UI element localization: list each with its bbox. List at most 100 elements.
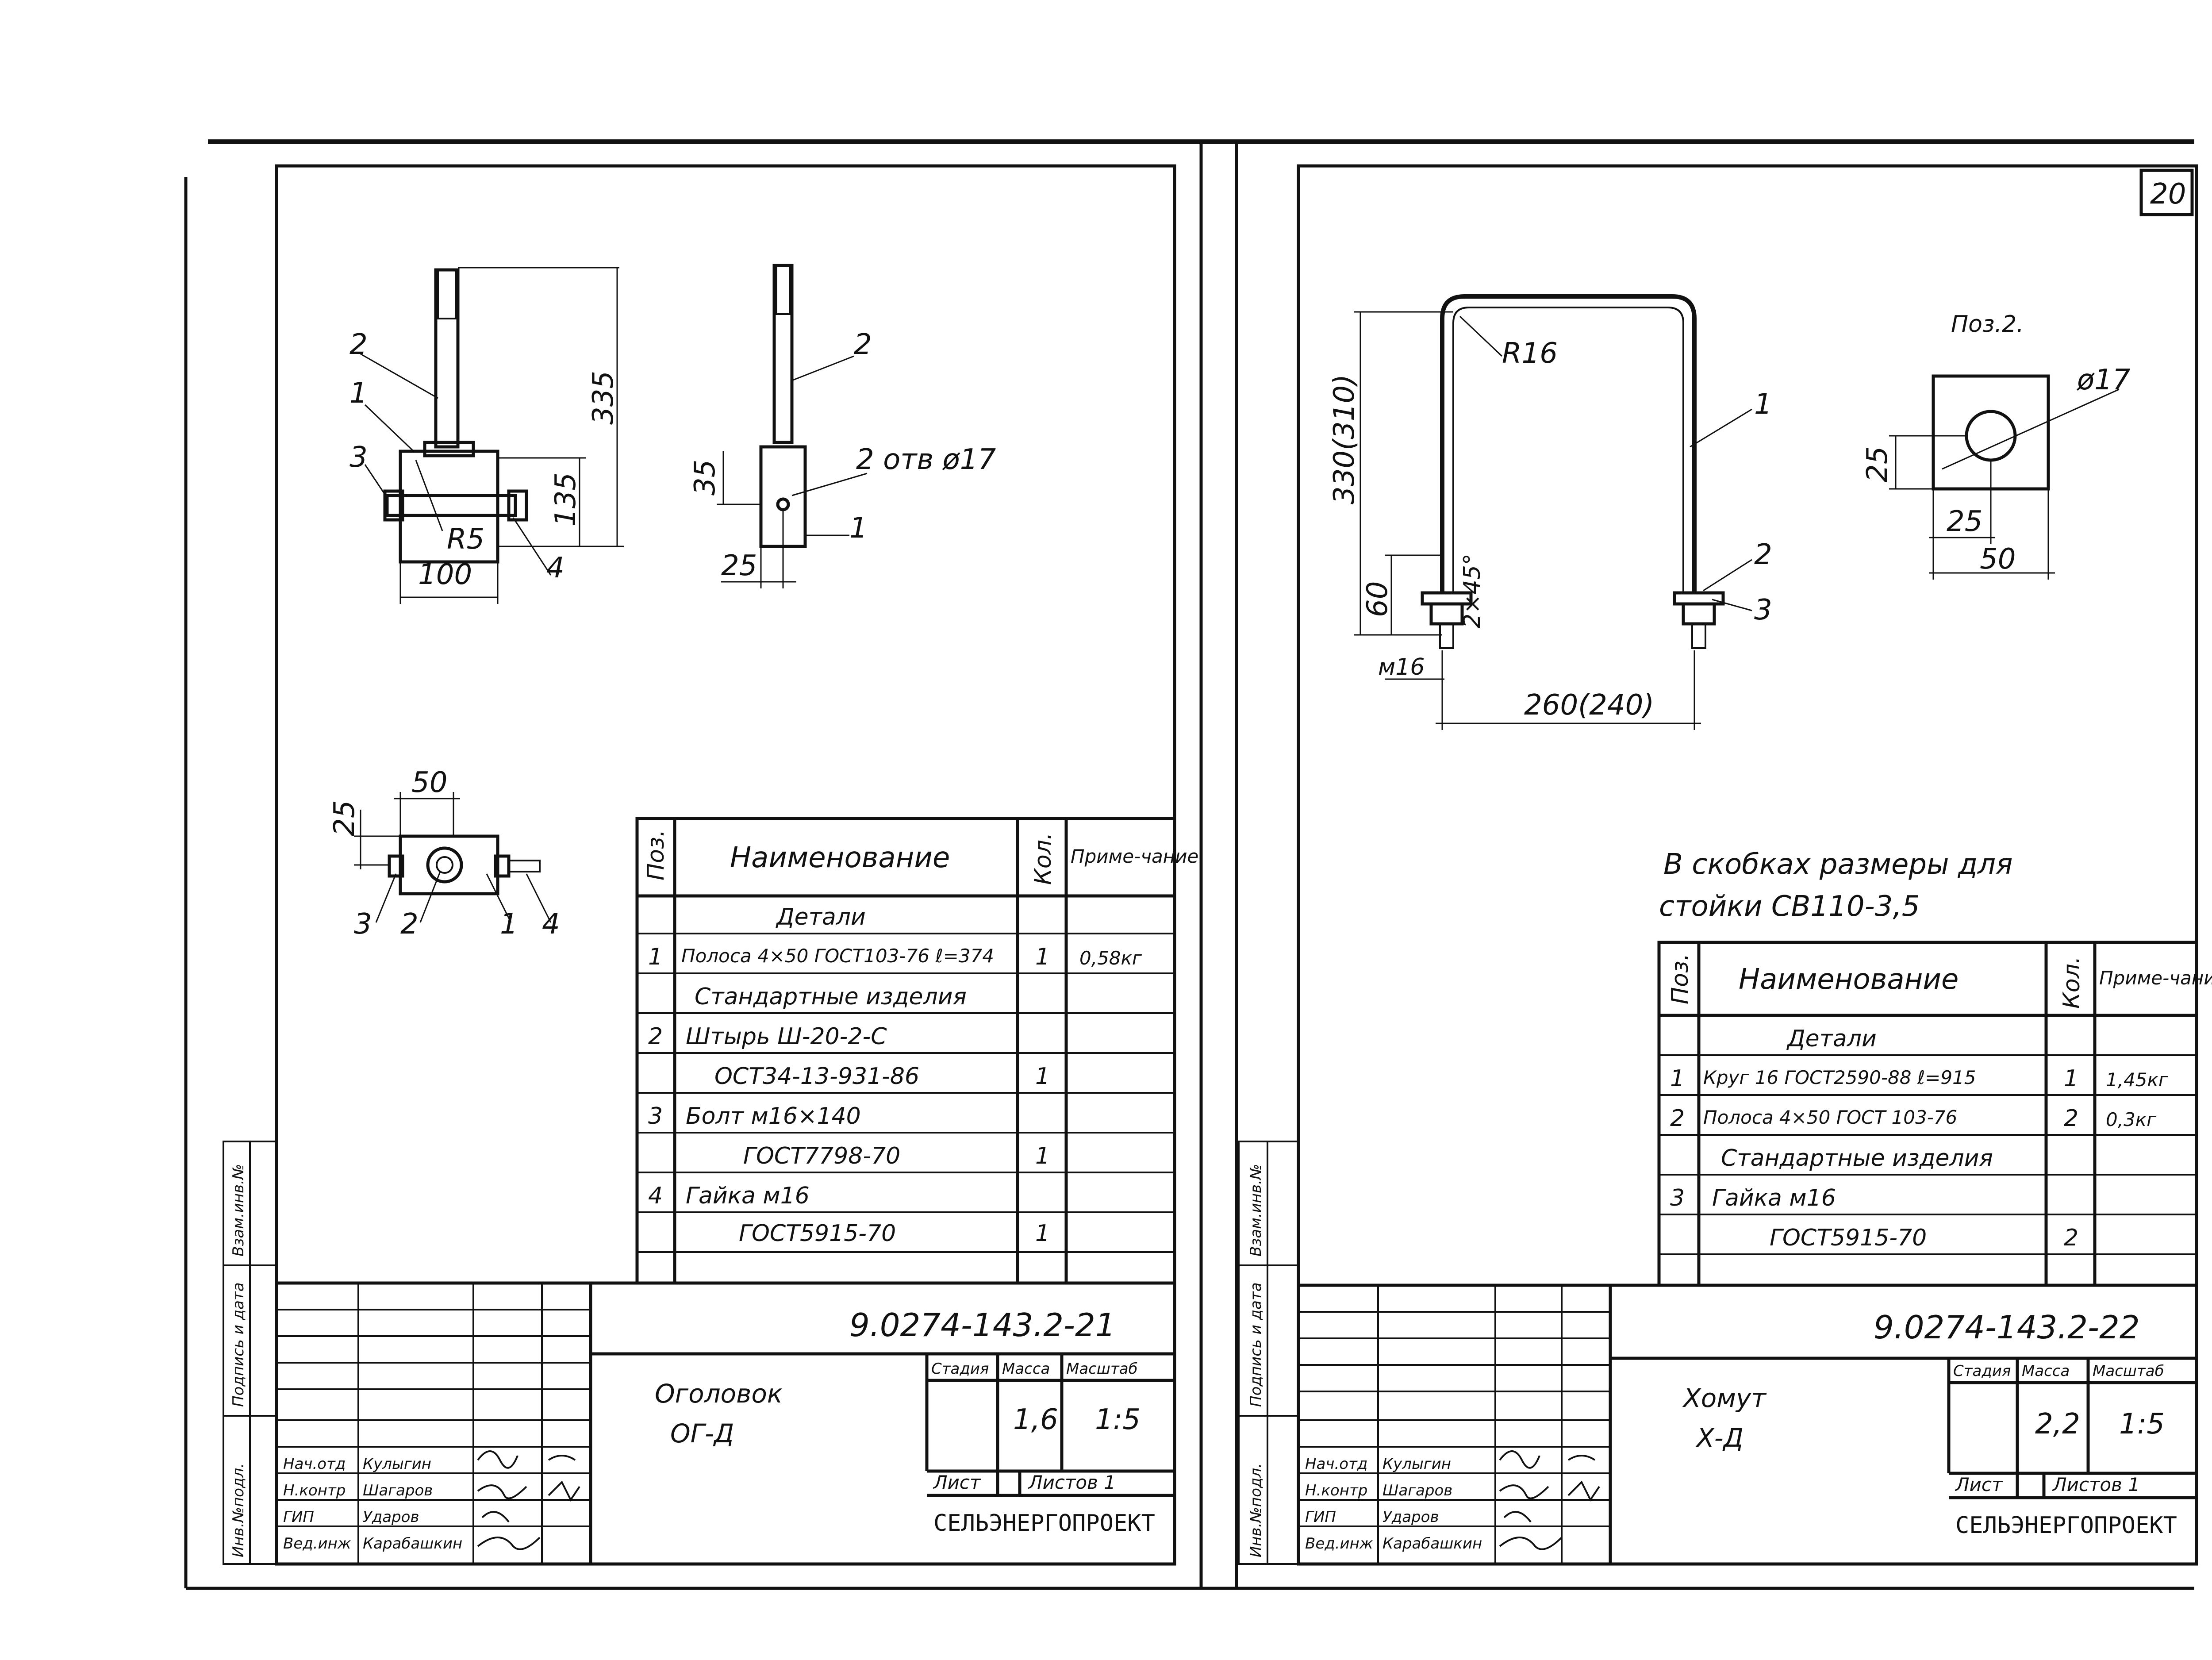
item-name: Оголовок — [655, 1379, 783, 1409]
cell-name: ГОСТ5915-70 — [1770, 1225, 1927, 1251]
leader-3 — [1712, 599, 1752, 611]
scale-value: 1:5 — [2119, 1408, 2165, 1441]
cell-name: Детали — [1786, 1026, 1877, 1052]
right-sheet: 20 R16 330(310) 60 — [1238, 164, 2212, 1566]
dim-text-135: 135 — [549, 473, 582, 526]
dim-text-chamfer: 2×45° — [1459, 553, 1486, 628]
dim-text-60: 60 — [1361, 581, 1394, 617]
cell-name: ГОСТ7798-70 — [743, 1143, 900, 1169]
cell-note: 0,3кг — [2106, 1109, 2157, 1130]
bolt-head — [383, 489, 404, 522]
side-stamp-text: Подпись и дата — [1247, 1282, 1265, 1407]
dim-text-25-w: 25 — [1947, 505, 1982, 538]
header-name: Наименование — [1739, 963, 1959, 996]
leader-3 — [364, 464, 388, 498]
role: Вед.инж — [283, 1535, 351, 1552]
dim-text-25: 25 — [721, 549, 757, 582]
pos-label: 2 — [349, 328, 368, 361]
dim-text-100: 100 — [418, 558, 472, 591]
u-bolt-outer — [1440, 294, 1697, 593]
cell-pos: 2 — [1670, 1105, 1685, 1132]
header-note: Приме-чание — [2099, 967, 2212, 989]
dim-text-50: 50 — [1980, 543, 2016, 576]
dim-text-r5: R5 — [447, 523, 484, 556]
cell-qty: 1 — [1035, 1063, 1050, 1090]
leader-2 — [1703, 559, 1752, 592]
dim-text-330: 330(310) — [1328, 374, 1361, 504]
scale-label: Масштаб — [1066, 1360, 1138, 1378]
scale-label: Масштаб — [2093, 1362, 2164, 1380]
bracket-body — [399, 450, 499, 564]
cell-name: Гайка м16 — [686, 1183, 810, 1209]
cell-pos: 1 — [648, 944, 663, 970]
item-code: ОГ-Д — [670, 1418, 734, 1449]
pos-label: 3 — [354, 908, 372, 941]
header-note: Приме-чание — [1071, 845, 1198, 867]
pin-circle-inner — [436, 856, 453, 874]
pin-shaft — [434, 268, 460, 449]
header-pos: Поз. — [643, 830, 669, 880]
org-name: СЕЛЬЭНЕРГОПРОЕКТ — [933, 1510, 1155, 1537]
pin-circle-top — [426, 846, 463, 884]
role: Нач.отд — [283, 1455, 346, 1473]
header-qty: Кол. — [2058, 957, 2085, 1009]
u-bolt-inner — [1452, 307, 1684, 593]
dim-text-35: 35 — [689, 460, 722, 496]
signatures — [1499, 1450, 1563, 1550]
spec-table-right: Поз. Наименование Кол. Приме-чание Детал… — [1657, 941, 2212, 1287]
pos2-title: Поз.2. — [1951, 311, 2024, 338]
pos2-hole — [1965, 410, 2017, 462]
cell-note: 0,58кг — [1079, 947, 1142, 969]
stage-label: Стадия — [931, 1360, 989, 1378]
pos-label: 3 — [349, 441, 368, 474]
title-block-left: Инв.№подл. Подпись и дата Взам.инв.№ 9.0… — [223, 1141, 1176, 1566]
thread-right — [1691, 623, 1706, 649]
bolt-head-top — [388, 854, 404, 878]
leader-1 — [364, 404, 415, 452]
pin-nut — [423, 441, 475, 457]
cell-note: 1,45кг — [2106, 1069, 2169, 1091]
scale-value: 1:5 — [1095, 1403, 1141, 1436]
pos-label: 4 — [546, 552, 565, 584]
signatures — [1567, 1455, 1600, 1502]
person: Ударов — [363, 1508, 419, 1526]
cell-name: ОСТ34-13-931-86 — [714, 1063, 919, 1090]
sheets-label: Листов 1 — [1028, 1472, 1116, 1493]
side-stamp-text: Взам.инв.№ — [1247, 1164, 1265, 1257]
leader-1 — [486, 873, 512, 923]
table-frame — [635, 817, 1176, 1285]
pos-label: 2 — [400, 908, 419, 941]
org-name: СЕЛЬЭНЕРГОПРОЕКТ — [1955, 1512, 2177, 1539]
leader-r5 — [415, 460, 443, 531]
header-name: Наименование — [730, 842, 950, 874]
dim-text-25: 25 — [328, 800, 361, 836]
leader-4 — [526, 873, 552, 923]
doc-code: 9.0274-143.2-21 — [849, 1306, 1116, 1344]
cell-qty: 1 — [1035, 944, 1050, 970]
signatures — [477, 1450, 541, 1550]
nut-right — [1682, 602, 1716, 626]
pos2-detail: Поз.2. ø17 25 25 50 — [1861, 311, 2131, 580]
pin-thread-side — [776, 265, 791, 315]
cell-name: ГОСТ5915-70 — [739, 1220, 896, 1247]
bolt-end-top — [508, 860, 541, 872]
dim-text-335: 335 — [587, 371, 620, 425]
side-view-og: 2 2 отв ø17 1 35 25 — [689, 264, 996, 588]
dim-text-25: 25 — [1861, 446, 1894, 482]
cell-name: Стандартные изделия — [695, 984, 967, 1010]
clamp-drawing: R16 330(310) 60 2×45° м16 260(240) 1 2 3 — [1328, 294, 1772, 730]
cell-qty: 1 — [1035, 1220, 1050, 1247]
pos-label: 1 — [849, 512, 868, 545]
leader-2 — [791, 355, 854, 381]
leader-1 — [1690, 408, 1752, 448]
side-stamp-text: Подпись и дата — [230, 1282, 247, 1407]
pos-label: 1 — [1754, 388, 1772, 421]
bolt-nut — [507, 489, 528, 522]
sheet-label: Лист — [1955, 1474, 2003, 1495]
cell-name: Детали — [776, 904, 866, 930]
signatures — [548, 1455, 580, 1502]
sheet-number-box — [2139, 169, 2194, 216]
leader-hole — [1942, 388, 2120, 470]
cell-pos: 3 — [1670, 1185, 1685, 1211]
doc-code: 9.0274-143.2-22 — [1874, 1309, 2140, 1346]
